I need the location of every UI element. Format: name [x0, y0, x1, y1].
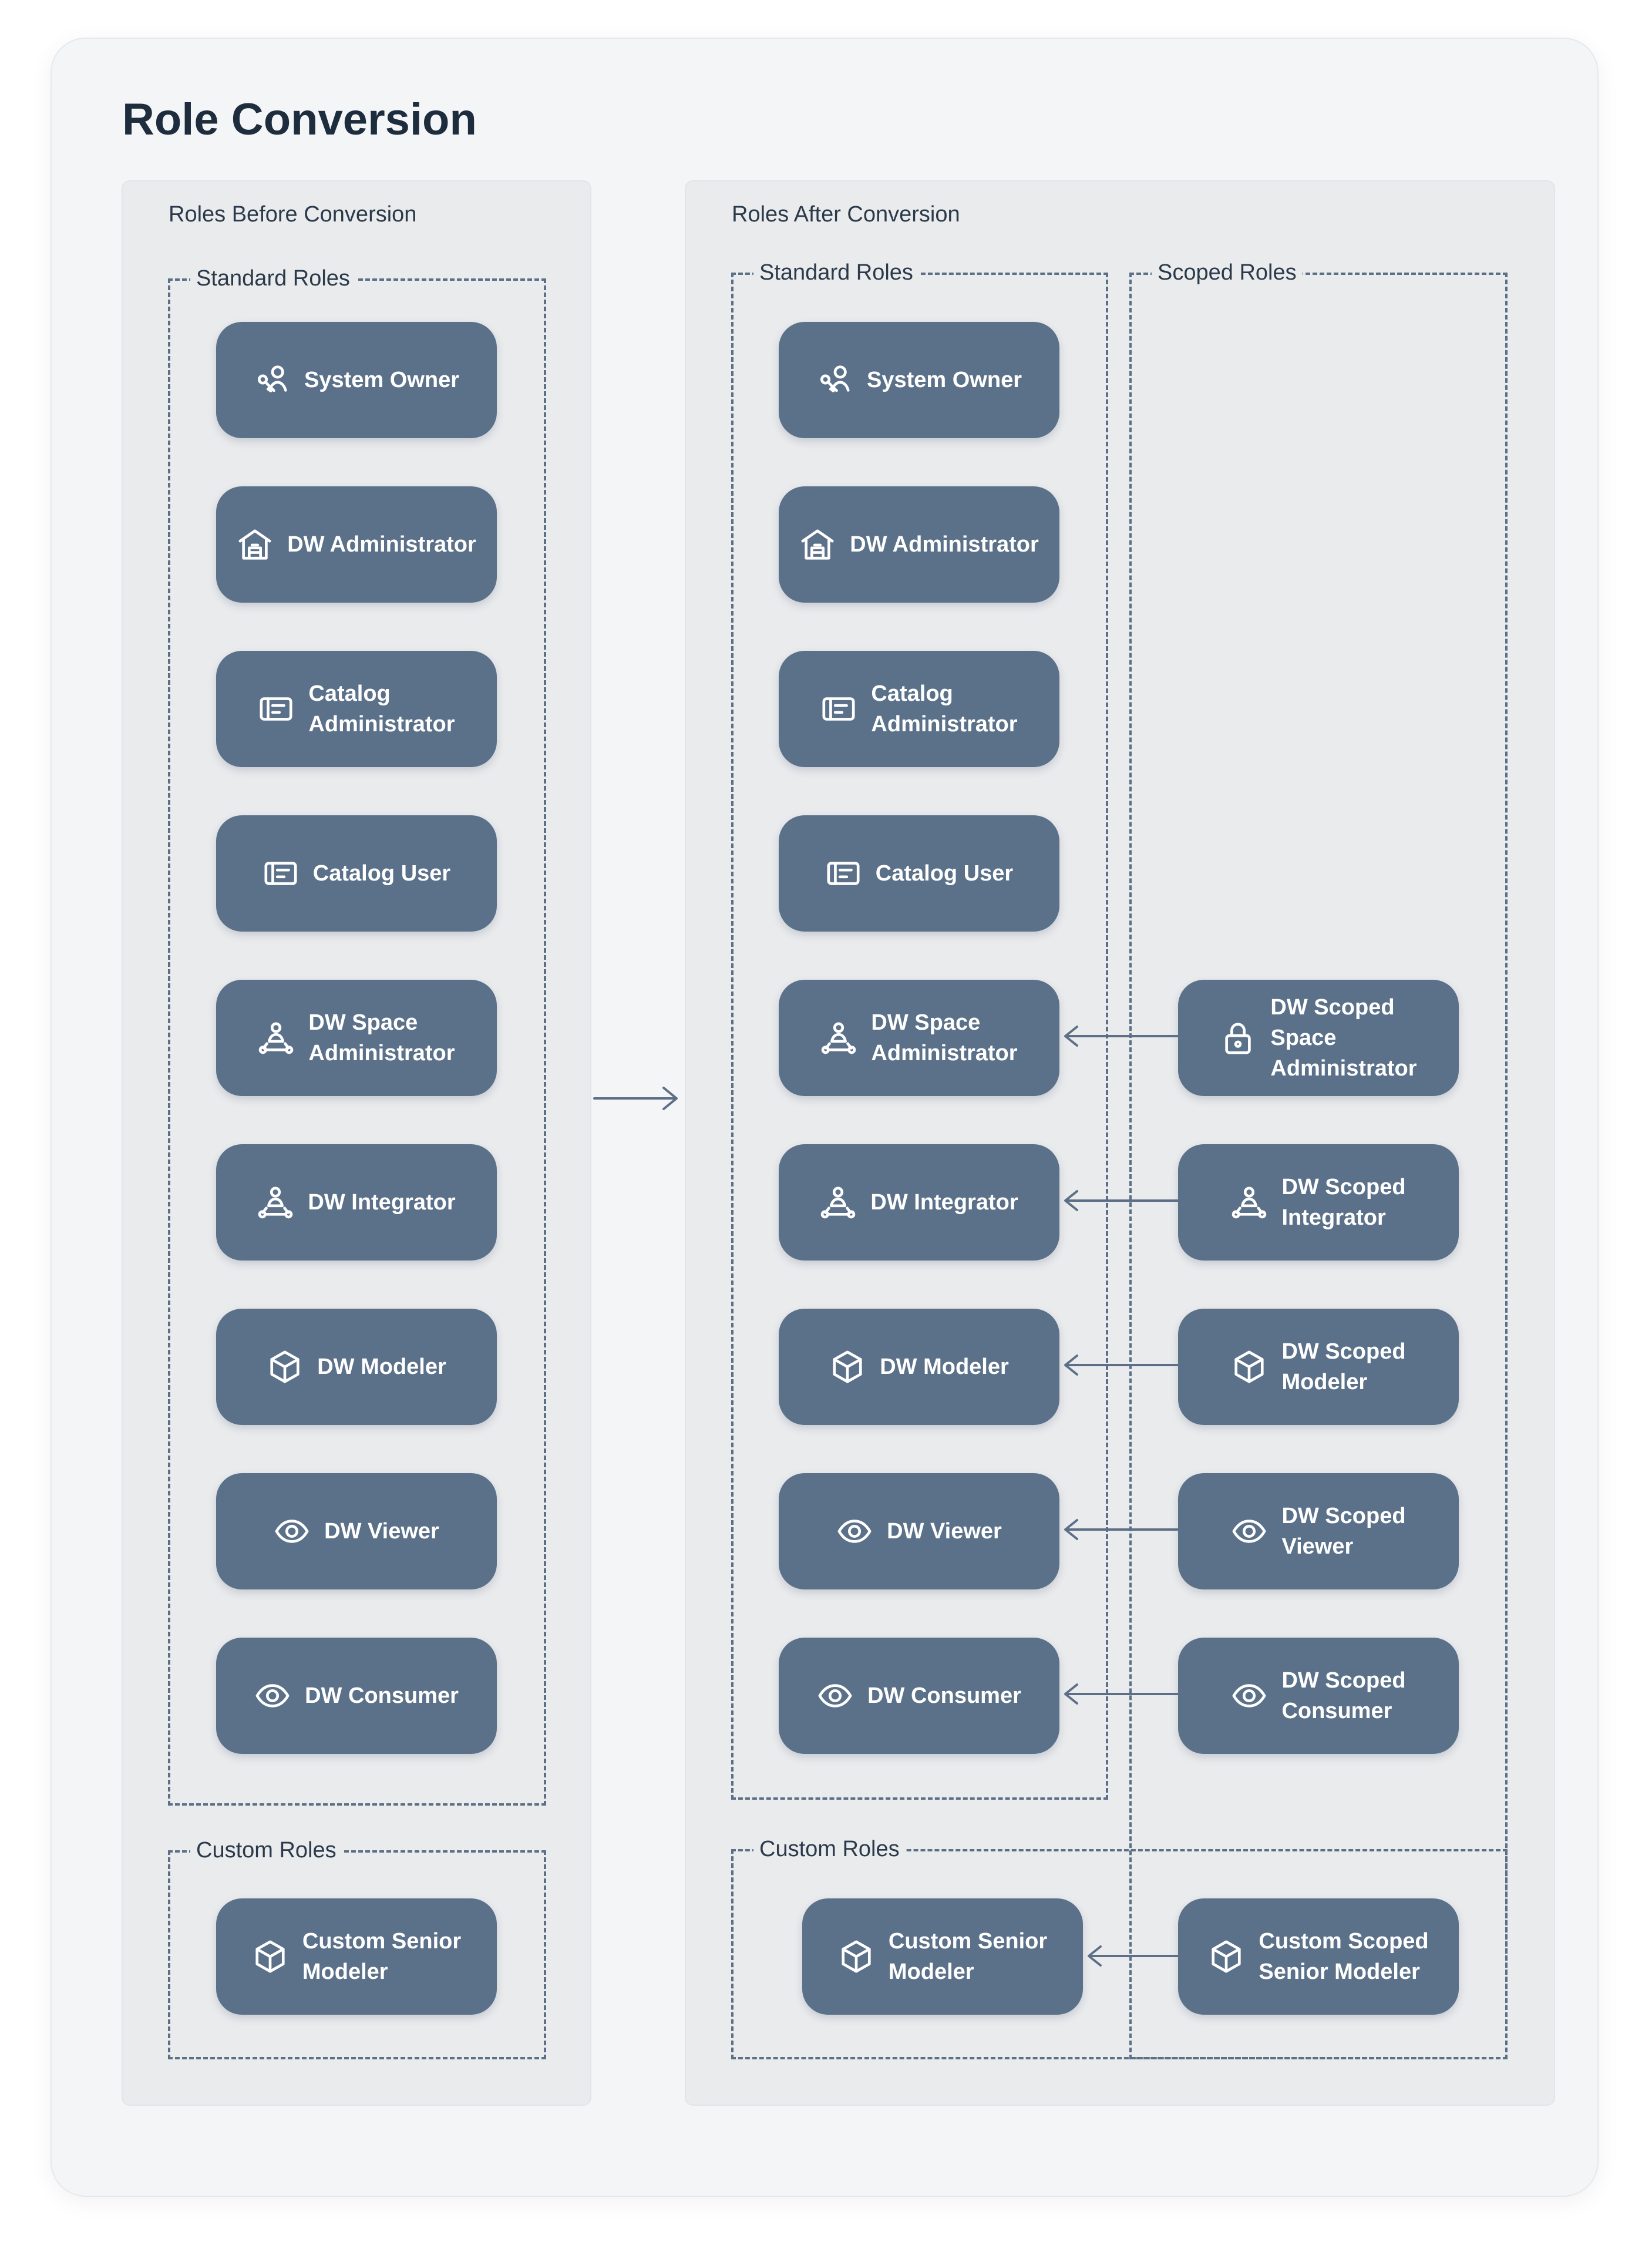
- role-label: DW Scoped Modeler: [1281, 1339, 1406, 1394]
- catalog-card-icon: [258, 691, 294, 727]
- cube-icon: [829, 1349, 866, 1385]
- role-label: DW Viewer: [887, 1519, 1002, 1544]
- role-label: DW Modeler: [317, 1354, 446, 1379]
- cube-icon: [1231, 1349, 1267, 1385]
- role-label: Custom Senior Modeler: [888, 1929, 1048, 1984]
- role-label: DW Scoped Integrator: [1281, 1175, 1406, 1230]
- warehouse-icon: [799, 526, 836, 563]
- role-box: DW Viewer: [779, 1473, 1059, 1589]
- cube-icon: [838, 1938, 874, 1975]
- catalog-card-icon: [820, 691, 857, 727]
- role-box: System Owner: [216, 322, 497, 438]
- role-label: DW Integrator: [870, 1190, 1018, 1215]
- role-label: DW Administrator: [287, 532, 476, 557]
- network-person-icon: [820, 1184, 856, 1221]
- role-box: DW Consumer: [779, 1638, 1059, 1754]
- role-box: DW Space Administrator: [779, 980, 1059, 1096]
- eye-icon: [254, 1678, 291, 1714]
- role-label: Catalog User: [875, 861, 1014, 886]
- role-box: Custom Scoped Senior Modeler: [1178, 1898, 1459, 2015]
- before-standard-group: [168, 278, 546, 1806]
- role-label: Catalog User: [312, 861, 451, 886]
- role-box: Catalog Administrator: [779, 651, 1059, 767]
- role-label: DW Space Administrator: [871, 1010, 1018, 1066]
- role-label: DW Consumer: [305, 1683, 459, 1708]
- before-custom-group: [168, 1850, 546, 2059]
- role-label: DW Scoped Space Administrator: [1270, 995, 1417, 1081]
- role-box: DW Administrator: [216, 486, 497, 603]
- role-label: Custom Scoped Senior Modeler: [1259, 1929, 1429, 1984]
- role-box: DW Modeler: [216, 1309, 497, 1425]
- panel-after-label: Roles After Conversion: [732, 202, 960, 227]
- role-box: DW Space Administrator: [216, 980, 497, 1096]
- eye-icon: [836, 1513, 873, 1550]
- role-box: Catalog Administrator: [216, 651, 497, 767]
- role-label: DW Administrator: [850, 532, 1039, 557]
- role-label: System Owner: [304, 368, 459, 392]
- role-label: DW Viewer: [324, 1519, 439, 1544]
- role-label: DW Consumer: [867, 1683, 1021, 1708]
- catalog-card-icon: [825, 855, 862, 892]
- cube-icon: [1208, 1938, 1244, 1975]
- eye-icon: [817, 1678, 853, 1714]
- cube-icon: [252, 1938, 288, 1975]
- cube-icon: [267, 1349, 303, 1385]
- role-label: DW Scoped Viewer: [1281, 1504, 1406, 1559]
- role-box: DW Consumer: [216, 1638, 497, 1754]
- after-custom-group: [731, 1849, 1508, 2059]
- key-person-icon: [254, 362, 290, 398]
- role-box: Custom Senior Modeler: [802, 1898, 1083, 2015]
- role-box: DW Modeler: [779, 1309, 1059, 1425]
- role-box: DW Scoped Modeler: [1178, 1309, 1459, 1425]
- role-box: DW Scoped Integrator: [1178, 1144, 1459, 1261]
- network-person-icon: [258, 1020, 294, 1056]
- panel-before-label: Roles Before Conversion: [169, 202, 417, 227]
- role-label: DW Space Administrator: [308, 1010, 455, 1066]
- role-label: DW Scoped Consumer: [1281, 1668, 1406, 1723]
- role-box: DW Scoped Consumer: [1178, 1638, 1459, 1754]
- after-custom-label: Custom Roles: [753, 1836, 906, 1862]
- role-label: Custom Senior Modeler: [302, 1929, 462, 1984]
- role-box: Custom Senior Modeler: [216, 1898, 497, 2015]
- network-person-icon: [1231, 1184, 1267, 1221]
- after-scoped-label: Scoped Roles: [1152, 260, 1303, 285]
- eye-icon: [274, 1513, 310, 1550]
- eye-icon: [1231, 1513, 1267, 1550]
- role-box: DW Viewer: [216, 1473, 497, 1589]
- warehouse-icon: [237, 526, 273, 563]
- role-box: DW Administrator: [779, 486, 1059, 603]
- role-box: DW Scoped Space Administrator: [1178, 980, 1459, 1096]
- role-box: DW Integrator: [216, 1144, 497, 1261]
- before-custom-label: Custom Roles: [190, 1837, 342, 1863]
- role-label: System Owner: [867, 368, 1022, 392]
- role-label: Catalog Administrator: [308, 681, 455, 737]
- role-box: System Owner: [779, 322, 1059, 438]
- before-standard-label: Standard Roles: [190, 265, 356, 291]
- key-person-icon: [816, 362, 853, 398]
- role-label: Catalog Administrator: [871, 681, 1018, 737]
- catalog-card-icon: [263, 855, 299, 892]
- role-box: DW Integrator: [779, 1144, 1059, 1261]
- after-standard-label: Standard Roles: [753, 260, 919, 285]
- lock-icon: [1220, 1020, 1256, 1056]
- diagram-title: Role Conversion: [122, 95, 477, 144]
- role-label: DW Modeler: [880, 1354, 1009, 1379]
- network-person-icon: [257, 1184, 294, 1221]
- eye-icon: [1231, 1678, 1267, 1714]
- role-label: DW Integrator: [308, 1190, 456, 1215]
- network-person-icon: [820, 1020, 857, 1056]
- role-box: Catalog User: [779, 815, 1059, 932]
- role-box: DW Scoped Viewer: [1178, 1473, 1459, 1589]
- role-box: Catalog User: [216, 815, 497, 932]
